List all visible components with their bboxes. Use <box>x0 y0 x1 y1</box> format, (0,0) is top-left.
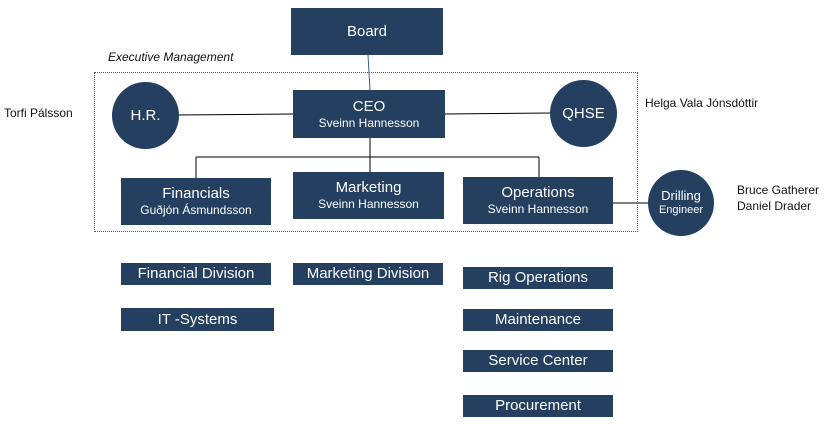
board-box[interactable]: Board <box>291 8 443 55</box>
drilling-title-line1: Drilling <box>661 188 701 204</box>
operations-box[interactable]: Operations Sveinn Hannesson <box>463 177 613 224</box>
marketing-division-label: Marketing Division <box>306 265 430 282</box>
marketing-name: Sveinn Hannesson <box>318 197 419 212</box>
marketing-title: Marketing <box>335 179 402 197</box>
drilling-person-1: Bruce Gatherer <box>737 183 820 197</box>
marketing-division-box[interactable]: Marketing Division <box>293 263 443 285</box>
financial-division-label: Financial Division <box>137 265 255 282</box>
hr-title: H.R. <box>130 106 161 124</box>
financials-name: Guðjón Ásmundsson <box>140 203 252 218</box>
maintenance-label: Maintenance <box>495 311 581 328</box>
maintenance-box[interactable]: Maintenance <box>463 309 613 331</box>
ceo-box[interactable]: CEO Sveinn Hannesson <box>293 90 445 138</box>
marketing-box[interactable]: Marketing Sveinn Hannesson <box>293 172 444 219</box>
financial-division-box[interactable]: Financial Division <box>121 263 271 285</box>
ceo-qhse-connector <box>444 112 553 115</box>
procurement-box[interactable]: Procurement <box>463 395 613 417</box>
executive-management-group <box>94 72 638 232</box>
qhse-person: Helga Vala Jónsdóttir <box>645 96 759 110</box>
drilling-people: Bruce Gatherer Daniel Drader <box>737 182 819 214</box>
hr-person: Torfi Pálsson <box>4 106 73 120</box>
qhse-circle[interactable]: QHSE <box>550 80 617 147</box>
rig-operations-label: Rig Operations <box>487 269 589 286</box>
rig-operations-box[interactable]: Rig Operations <box>463 267 613 289</box>
service-center-label: Service Center <box>488 352 588 369</box>
hr-circle[interactable]: H.R. <box>112 82 179 149</box>
qhse-title: QHSE <box>562 104 605 122</box>
procurement-label: Procurement <box>495 397 581 414</box>
drilling-person-2: Daniel Drader <box>737 199 812 213</box>
hr-ceo-connector <box>177 113 294 116</box>
executive-management-label: Executive Management <box>108 50 234 64</box>
financials-box[interactable]: Financials Guðjón Ásmundsson <box>121 178 271 225</box>
it-systems-box[interactable]: IT -Systems <box>121 308 274 331</box>
financials-title: Financials <box>162 185 230 203</box>
it-systems-label: IT -Systems <box>157 310 238 328</box>
board-title: Board <box>346 22 388 40</box>
ceo-title: CEO <box>352 97 386 115</box>
drilling-engineer-circle[interactable]: Drilling Engineer <box>648 170 714 236</box>
operations-title: Operations <box>501 184 575 202</box>
operations-name: Sveinn Hannesson <box>487 202 589 217</box>
ceo-name: Sveinn Hannesson <box>318 115 420 130</box>
service-center-box[interactable]: Service Center <box>463 350 613 372</box>
drilling-title-line2: Engineer <box>658 204 704 217</box>
